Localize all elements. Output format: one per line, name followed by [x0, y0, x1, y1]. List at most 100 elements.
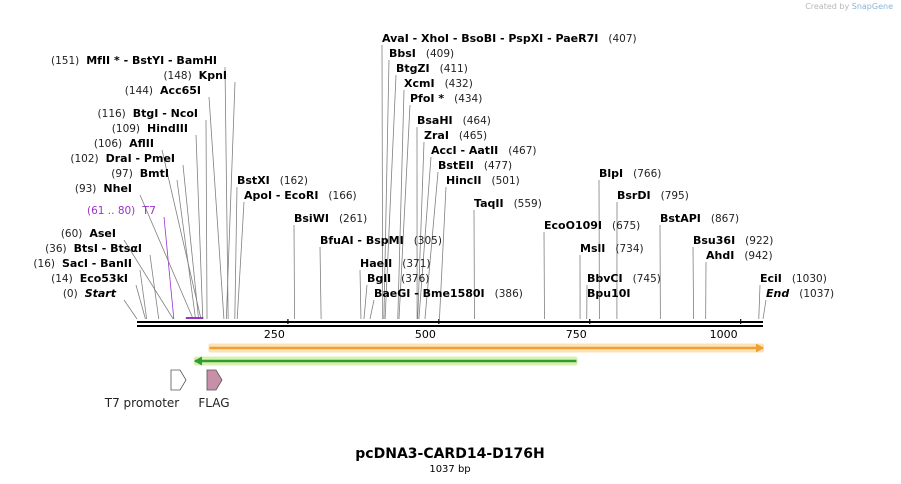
snapgene-logo: SnapGene [851, 2, 893, 11]
site-leader-line [135, 284, 146, 320]
site-name: EciI [760, 272, 782, 285]
site-name: AseI [89, 227, 116, 240]
site-position: (409) [426, 48, 454, 60]
site-name: XcmI [404, 77, 435, 90]
site-name: AflII [129, 137, 154, 150]
site-label: (93)NheI [75, 182, 132, 195]
site-leader-line [234, 186, 238, 320]
site-leader-line [381, 44, 384, 320]
site-label: BlpI(766) [599, 167, 661, 180]
site-label: (14)Eco53kI [51, 272, 128, 285]
site-label: HincII (501) [446, 174, 520, 187]
site-position: (1037) [799, 288, 834, 300]
site-label: Bsu36I(922) [693, 234, 773, 247]
site-leader-line [236, 201, 245, 320]
site-position: (261) [339, 213, 367, 225]
site-position: (36) [45, 243, 67, 255]
site-name: TaqII [474, 197, 504, 210]
site-label: ZraI(465) [424, 129, 487, 142]
site-name: End [766, 287, 789, 300]
site-label: AhdI(942) [706, 249, 773, 262]
site-label: BbsI(409) [389, 47, 454, 60]
site-name: AvaI - XhoI - BsoBI - PspXI - PaeR7I [382, 32, 598, 45]
site-leader-line [161, 149, 202, 320]
site-leader-line [359, 269, 362, 320]
site-label: (60) AseI [61, 227, 116, 240]
construct-title: pcDNA3-CARD14-D176H [355, 446, 544, 462]
site-position: (60) [61, 228, 83, 240]
site-position: (376) [401, 273, 429, 285]
site-position: (675) [612, 220, 640, 232]
site-leader-line [424, 171, 439, 320]
site-leader-line [418, 156, 432, 320]
site-name: BtgZI [396, 62, 430, 75]
site-leader-line [363, 284, 368, 320]
site-name: AccI - AatII [431, 144, 498, 157]
site-name: BlpI [599, 167, 623, 180]
site-position: (109) [112, 123, 140, 135]
site-leader-line [208, 96, 225, 320]
site-position: (467) [508, 145, 536, 157]
site-leader-line [417, 141, 425, 320]
site-position: (465) [459, 130, 487, 142]
site-label: Bpu10I [587, 287, 631, 300]
site-position: (867) [711, 213, 739, 225]
site-label: AccI - AatII (467) [431, 144, 537, 157]
site-leader-line [369, 299, 375, 320]
site-name: HindIII [147, 122, 188, 135]
site-position: (151) [51, 55, 79, 67]
site-label: BtgZI(411) [396, 62, 468, 75]
site-leader-line [205, 119, 208, 320]
site-position: (942) [744, 250, 772, 262]
t7-promoter-label: T7 promoter [104, 396, 180, 410]
site-position: (61 .. 80) [87, 205, 135, 217]
site-name: BbvCI [587, 272, 623, 285]
site-label: MslI(734) [580, 242, 644, 255]
site-leader-line [398, 104, 411, 320]
site-name: HincII [446, 174, 482, 187]
site-name: MfII * - BstYI - BamHI [86, 54, 217, 67]
site-label: (144)Acc65I [125, 84, 201, 97]
site-label: (61 .. 80)T7 [87, 204, 156, 217]
site-name: BstXI [237, 174, 270, 187]
site-position: (407) [608, 33, 636, 45]
site-position: (477) [484, 160, 512, 172]
site-name: DraI - PmeI [106, 152, 175, 165]
site-name: Bpu10I [587, 287, 631, 300]
site-position: (93) [75, 183, 97, 195]
site-label: BsrDI(795) [617, 189, 689, 202]
site-leader-lines [123, 44, 767, 320]
site-position: (501) [492, 175, 520, 187]
site-label: BsaHI(464) [417, 114, 491, 127]
site-position: (162) [280, 175, 308, 187]
site-label: BstAPI(867) [660, 212, 739, 225]
site-label: (97)BmtI [111, 167, 169, 180]
site-label: HaeII(371) [360, 257, 431, 270]
site-label: (116)BtgI - NcoI [98, 107, 198, 120]
site-name: EcoO109I [544, 219, 602, 232]
site-label: (102)DraI - PmeI [70, 152, 175, 165]
site-leader-line [139, 269, 148, 320]
site-leader-line [383, 59, 390, 320]
site-label: (109) HindIII [112, 122, 188, 135]
site-name: Start [85, 287, 117, 300]
site-position: (434) [454, 93, 482, 105]
credit-prefix: Created by [805, 2, 850, 11]
site-leader-line [692, 246, 694, 320]
site-position: (734) [615, 243, 643, 255]
site-name: Eco53kI [80, 272, 128, 285]
site-label: BstXI (162) [237, 174, 308, 187]
site-name: KpnI [199, 69, 227, 82]
snapgene-credit: Created by SnapGene [805, 2, 893, 11]
site-label: End (1037) [766, 287, 834, 300]
site-position: (148) [163, 70, 191, 82]
site-leader-line [123, 299, 138, 320]
site-position: (97) [111, 168, 133, 180]
site-leader-line [149, 254, 160, 320]
site-name: HaeII [360, 257, 392, 270]
site-label: (148) KpnI [163, 69, 227, 82]
construct-length: 1037 bp [429, 464, 470, 475]
